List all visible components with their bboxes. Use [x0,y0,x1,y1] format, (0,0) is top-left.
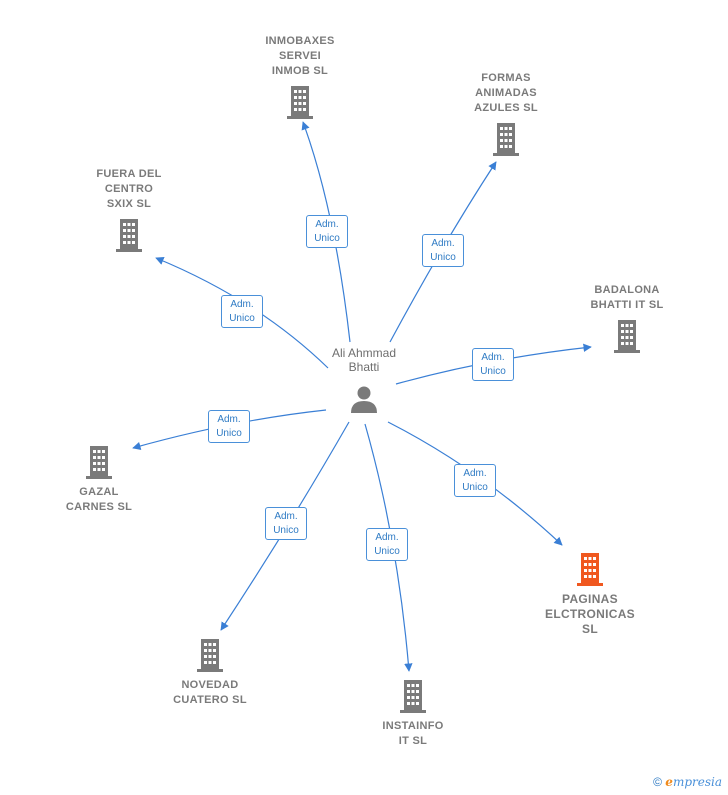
company-name-line: AZULES SL [474,102,538,114]
role-label-line1: Adm. [230,299,254,310]
company-node-paginas[interactable]: PAGINAS ELCTRONICAS SL [534,551,646,637]
company-name-line: INMOBAXES [265,35,335,47]
role-badge-instainfo[interactable]: Adm. Unico [366,528,408,561]
company-name-line: BHATTI IT SL [590,299,664,311]
role-badge-novedad[interactable]: Adm. Unico [265,507,307,540]
company-name-line: BADALONA [594,284,660,296]
building-icon [577,553,603,586]
company-name-line: SERVEI [279,50,321,62]
role-badge-paginas[interactable]: Adm. Unico [454,464,496,497]
role-label-line2: Unico [314,233,340,244]
company-node-formas[interactable]: FORMAS ANIMADAS AZULES SL [456,71,556,157]
company-name-line: SL [582,622,598,636]
company-name-line: GAZAL [79,486,119,498]
role-label-line2: Unico [229,313,255,324]
role-badge-gazal[interactable]: Adm. Unico [208,410,250,443]
role-label-line1: Adm. [217,414,241,425]
role-label-line2: Unico [462,482,488,493]
company-name-line: CENTRO [104,183,154,195]
role-badge-inmobaxes[interactable]: Adm. Unico [306,215,348,248]
role-label-line1: Adm. [375,532,399,543]
brand-initial: e [665,775,673,789]
company-node-novedad[interactable]: NOVEDAD CUATERO SL [160,637,260,708]
person-icon [351,386,377,413]
role-label-line1: Adm. [274,511,298,522]
company-name-line: IT SL [398,735,428,747]
company-name-line: PAGINAS [562,592,618,606]
company-node-gazal[interactable]: GAZAL CARNES SL [49,444,149,515]
role-label-line1: Adm. [463,468,487,479]
role-label-line2: Unico [430,252,456,263]
company-name-line: ANIMADAS [475,87,537,99]
role-label-line2: Unico [480,366,506,377]
person-name-line1: Ali Ahmmad [331,346,397,360]
building-icon [614,320,640,353]
building-icon [400,680,426,713]
building-icon [116,219,142,252]
company-node-inmobaxes[interactable]: INMOBAXES SERVEI INMOB SL [250,34,350,120]
company-name-line: SXIX SL [106,198,152,210]
role-label-line2: Unico [273,525,299,536]
company-name-line: FORMAS [481,72,531,84]
brand-name: empresia [665,775,722,789]
building-icon [86,446,112,479]
company-node-badalona[interactable]: BADALONA BHATTI IT SL [577,283,677,354]
company-node-fuera[interactable]: FUERA DEL CENTRO SXIX SL [79,167,179,253]
role-badge-fuera[interactable]: Adm. Unico [221,295,263,328]
company-name-line: NOVEDAD [181,679,239,691]
role-label-line1: Adm. [481,352,505,363]
role-label-line2: Unico [216,428,242,439]
role-label-line2: Unico [374,546,400,557]
role-badge-badalona[interactable]: Adm. Unico [472,348,514,381]
role-label-line1: Adm. [315,219,339,230]
building-icon [287,86,313,119]
building-icon [197,639,223,672]
company-name-line: CUATERO SL [173,694,247,706]
company-name-line: INMOB SL [271,65,329,77]
person-node[interactable]: Ali Ahmmad Bhatti [314,346,414,414]
role-label-line1: Adm. [431,238,455,249]
company-name-line: CARNES SL [65,501,133,513]
company-name-line: FUERA DEL [96,168,162,180]
person-name-line2: Bhatti [348,360,380,374]
role-badge-formas[interactable]: Adm. Unico [422,234,464,267]
building-icon [493,123,519,156]
empresia-logo[interactable]: © empresia [653,775,722,789]
company-name-line: INSTAINFO [382,720,444,732]
company-node-instainfo[interactable]: INSTAINFO IT SL [363,678,463,749]
brand-rest: mpresia [672,775,722,789]
company-name-line: ELCTRONICAS [545,607,635,621]
copyright-symbol: © [653,775,662,789]
